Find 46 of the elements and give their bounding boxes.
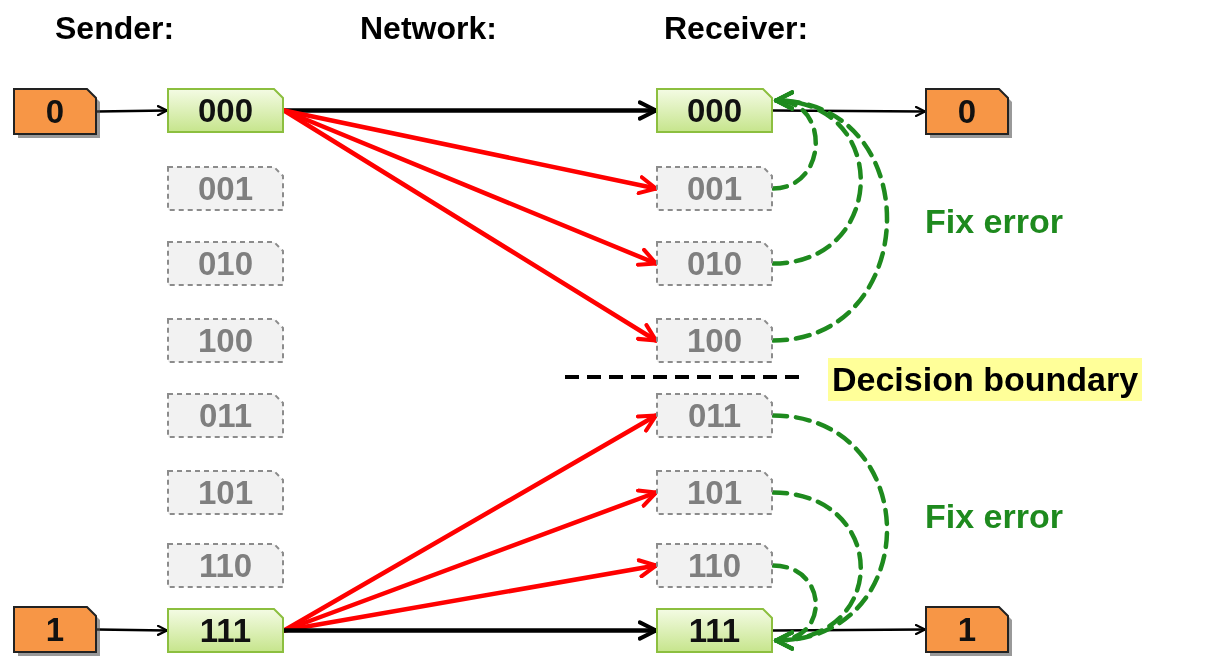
codeword-box — [656, 241, 773, 286]
column-heading: Sender: — [55, 10, 175, 47]
codeword-box — [656, 318, 773, 363]
code-text: 100 — [686, 324, 743, 357]
code-text: 000 — [197, 94, 254, 127]
code-text: 010 — [686, 247, 743, 280]
codeword-box — [167, 543, 284, 588]
codeword-box — [656, 470, 773, 515]
code-text: 101 — [686, 476, 743, 509]
code-text: 111 — [199, 614, 252, 647]
annotation-text: Fix error — [925, 202, 1063, 242]
code-text: 001 — [686, 172, 743, 205]
code-text: 110 — [198, 549, 253, 582]
code-text: 1 — [45, 613, 65, 646]
code-text: 011 — [198, 399, 253, 432]
column-heading: Receiver: — [664, 10, 809, 47]
code-text: 011 — [687, 399, 742, 432]
code-text: 1 — [957, 613, 977, 646]
code-text: 101 — [197, 476, 254, 509]
codeword-box — [167, 88, 284, 133]
codeword-box — [167, 241, 284, 286]
codeword-box — [167, 166, 284, 211]
bit-box — [13, 88, 97, 135]
code-text: 110 — [687, 549, 742, 582]
codeword-box — [167, 393, 284, 438]
column-heading: Network: — [360, 10, 497, 47]
annotation-text: Fix error — [925, 497, 1063, 537]
code-text: 010 — [197, 247, 254, 280]
codeword-box — [656, 88, 773, 133]
code-text: 000 — [686, 94, 743, 127]
code-text: 001 — [197, 172, 254, 205]
bit-box — [925, 606, 1009, 653]
codeword-box — [656, 608, 773, 653]
bit-box — [925, 88, 1009, 135]
code-text: 111 — [688, 614, 741, 647]
boundary-label: Decision boundary — [828, 358, 1143, 402]
code-text: 100 — [197, 324, 254, 357]
bit-box — [13, 606, 97, 653]
codeword-box — [167, 608, 284, 653]
code-text: 0 — [45, 95, 65, 128]
codeword-box — [656, 166, 773, 211]
codeword-box — [656, 543, 773, 588]
codeword-box — [167, 318, 284, 363]
codeword-box — [167, 470, 284, 515]
codeword-box — [656, 393, 773, 438]
code-text: 0 — [957, 95, 977, 128]
